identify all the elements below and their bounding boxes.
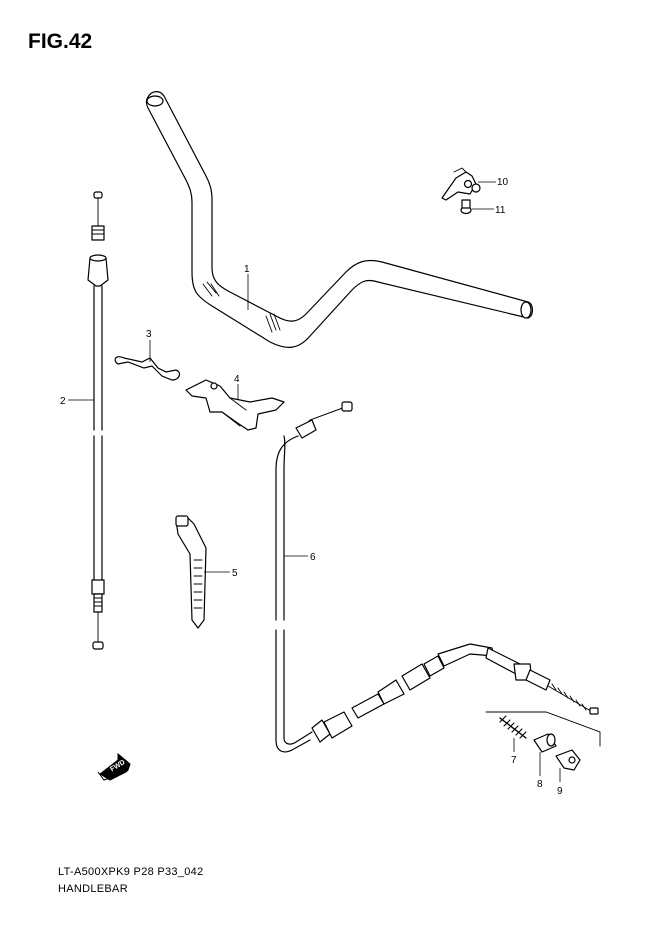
handlebar-part[interactable] <box>145 91 534 348</box>
section-name-label: HANDLEBAR <box>58 883 128 895</box>
callout-5: 5 <box>232 568 238 579</box>
clip-part[interactable] <box>114 356 181 381</box>
callout-8: 8 <box>537 779 543 790</box>
callout-3: 3 <box>146 329 152 340</box>
spring-part[interactable] <box>499 715 527 739</box>
cable-left-part[interactable] <box>87 191 109 650</box>
callout-1: 1 <box>244 264 250 275</box>
sub-assembly-outline <box>485 711 601 747</box>
bolt-part[interactable] <box>460 199 472 215</box>
callout-4: 4 <box>234 374 240 385</box>
callout-6: 6 <box>310 552 316 563</box>
callout-7: 7 <box>511 755 517 766</box>
holder-part[interactable] <box>185 379 285 431</box>
forward-arrow-icon: FWD <box>97 752 131 781</box>
cable-right-part[interactable] <box>275 401 599 753</box>
cap-part[interactable] <box>533 733 557 753</box>
callout-2: 2 <box>60 396 66 407</box>
callout-9: 9 <box>557 786 563 797</box>
cable-tie-part[interactable] <box>175 515 207 629</box>
model-code-label: LT-A500XPK9 P28 P33_042 <box>58 866 204 878</box>
callout-11: 11 <box>495 205 506 216</box>
clamp-part[interactable] <box>555 749 581 771</box>
figure-title: FIG.42 <box>28 30 93 53</box>
callout-10: 10 <box>497 177 509 188</box>
bracket-part[interactable] <box>441 167 481 201</box>
